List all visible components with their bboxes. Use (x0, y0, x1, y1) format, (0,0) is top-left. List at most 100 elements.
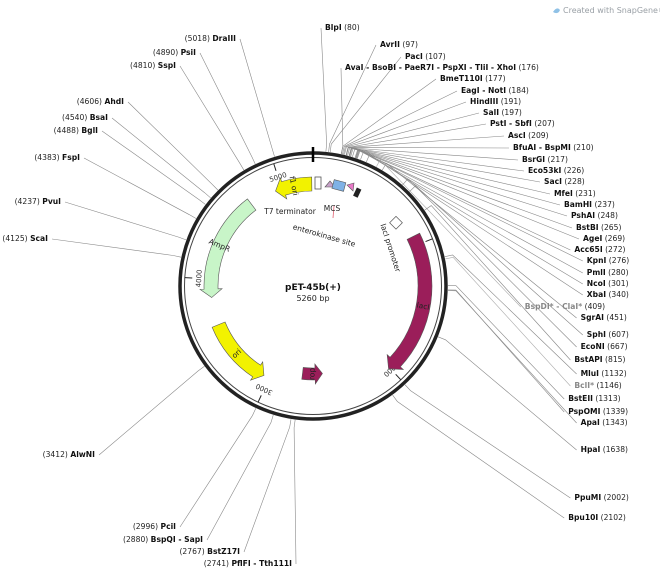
site-scai: (4125) ScaI (2, 234, 48, 243)
site-name: BstBI (576, 223, 599, 232)
site-name: BstZ17I (207, 547, 240, 556)
site-alwni: (3412) AlwNI (43, 450, 96, 459)
site-bspqi-sapi: (2880) BspQI - SapI (123, 535, 203, 544)
site-pshai: PshAI (248) (571, 211, 618, 220)
site-position: (269) (605, 234, 625, 243)
site-position: (207) (534, 119, 554, 128)
connector-line (206, 414, 274, 541)
site-bsrgi: BsrGI (217) (522, 155, 568, 164)
svg-text:BclI* (1146): BclI* (1146) (574, 381, 621, 390)
site-bamhi: BamHI (237) (564, 200, 615, 209)
site-name: AvrII (380, 40, 400, 49)
site-name: PvuI (42, 197, 61, 206)
backbone-circle (178, 147, 448, 421)
tick-1000 (425, 238, 433, 243)
svg-text:PpuMI (2002): PpuMI (2002) (574, 493, 629, 502)
site-agei: AgeI (269) (583, 234, 625, 243)
site-blpi: BlpI (80) (325, 23, 360, 32)
site-position: (237) (594, 200, 614, 209)
site-name: BstEII (568, 394, 593, 403)
site-name: BspDI* - ClaI* (525, 302, 582, 311)
site-bcli: BclI* (1146) (574, 381, 621, 390)
connector-line (293, 419, 297, 565)
feature-rop-label: rop (307, 368, 316, 381)
site-position: (97) (402, 40, 418, 49)
site-name: Acc65I (574, 245, 602, 254)
site-bpu10i: Bpu10I (2102) (568, 513, 626, 522)
connector-line (409, 185, 577, 348)
site-position: (191) (501, 97, 521, 106)
site-name: PstI - SbfI (490, 119, 532, 128)
site-position: (451) (606, 313, 626, 322)
site-eco53ki: Eco53kI (226) (528, 166, 584, 175)
svg-text:(2996) PciI: (2996) PciI (133, 522, 176, 531)
site-name: SalI (483, 108, 499, 117)
site-name: BsrGI (522, 155, 545, 164)
tick-5000 (273, 163, 277, 171)
site-pflfi-tth111i: (2741) PflFI - Tth111I (204, 559, 292, 568)
connector-line (349, 148, 551, 195)
connector-line (447, 285, 565, 400)
site-mfei: MfeI (231) (554, 189, 596, 198)
site-position: (1132) (601, 369, 626, 378)
svg-text:PstI - SbfI (207): PstI - SbfI (207) (490, 119, 555, 128)
tick-2000 (395, 373, 402, 381)
site-position: (272) (605, 245, 625, 254)
site-position: (2996) (133, 522, 158, 531)
site-name: PshAI (571, 211, 595, 220)
svg-text:(4540) BsaI: (4540) BsaI (62, 113, 108, 122)
connector-line (83, 157, 197, 219)
site-pmli: PmlI (280) (587, 268, 629, 277)
svg-text:(4810) SspI: (4810) SspI (130, 61, 176, 70)
site-kpni: KpnI (276) (587, 256, 629, 265)
svg-text:HindIII (191): HindIII (191) (470, 97, 521, 106)
svg-text:(4125) ScaI: (4125) ScaI (2, 234, 48, 243)
connector-line (348, 147, 525, 172)
connector-line (355, 150, 571, 251)
connector-line (354, 149, 573, 229)
site-position: (248) (597, 211, 617, 220)
svg-text:NcoI (301): NcoI (301) (587, 279, 629, 288)
connector-line (392, 394, 565, 519)
site-name: MfeI (554, 189, 573, 198)
site-labels: BlpI (80)AvrII (97)PacI (107)AvaI - BsoB… (2, 23, 629, 568)
site-position: (4383) (34, 153, 59, 162)
feature-rop-arrow (301, 363, 323, 385)
site-position: (3412) (43, 450, 68, 459)
site-position: (228) (564, 177, 584, 186)
feature-laci-label: lacI (416, 301, 430, 312)
feature-lacp-label: lacI promoter (378, 223, 402, 274)
site-mlui: MluI (1132) (581, 369, 627, 378)
connector-line (127, 101, 219, 191)
site-position: (815) (605, 355, 625, 364)
site-saci: SacI (228) (544, 177, 585, 186)
svg-text:PshAI (248): PshAI (248) (571, 211, 618, 220)
site-draiii: (5018) DraIII (185, 34, 237, 43)
site-bspdi-clai: BspDI* - ClaI* (409) (525, 302, 605, 311)
site-position: (231) (575, 189, 595, 198)
site-position: (1638) (603, 445, 628, 454)
plasmid-name: pET-45b(+) (285, 283, 341, 293)
svg-text:(4606) AhdI: (4606) AhdI (77, 97, 124, 106)
svg-text:(4488) BglI: (4488) BglI (54, 126, 99, 135)
site-name: HindIII (470, 97, 498, 106)
site-sphi: SphI (607) (587, 330, 629, 339)
site-bsai: (4540) BsaI (62, 113, 108, 122)
site-position: (5018) (185, 34, 210, 43)
connector-line (349, 147, 541, 183)
connector-line (340, 67, 344, 155)
connector-line (344, 112, 480, 155)
site-name: PpuMI (574, 493, 601, 502)
connector-line (447, 289, 565, 413)
svg-text:XbaI (340): XbaI (340) (587, 290, 629, 299)
site-hpai: HpaI (1638) (581, 445, 628, 454)
site-position: (4125) (2, 234, 27, 243)
site-name: Eco53kI (528, 166, 562, 175)
connector-line (101, 130, 206, 205)
t7-terminator-box (314, 176, 322, 190)
svg-text:BstBI (265): BstBI (265) (576, 223, 621, 232)
site-position: (276) (609, 256, 629, 265)
site-name: NcoI (587, 279, 606, 288)
site-name: HpaI (581, 445, 601, 454)
site-name: BspQI - SapI (151, 535, 203, 544)
